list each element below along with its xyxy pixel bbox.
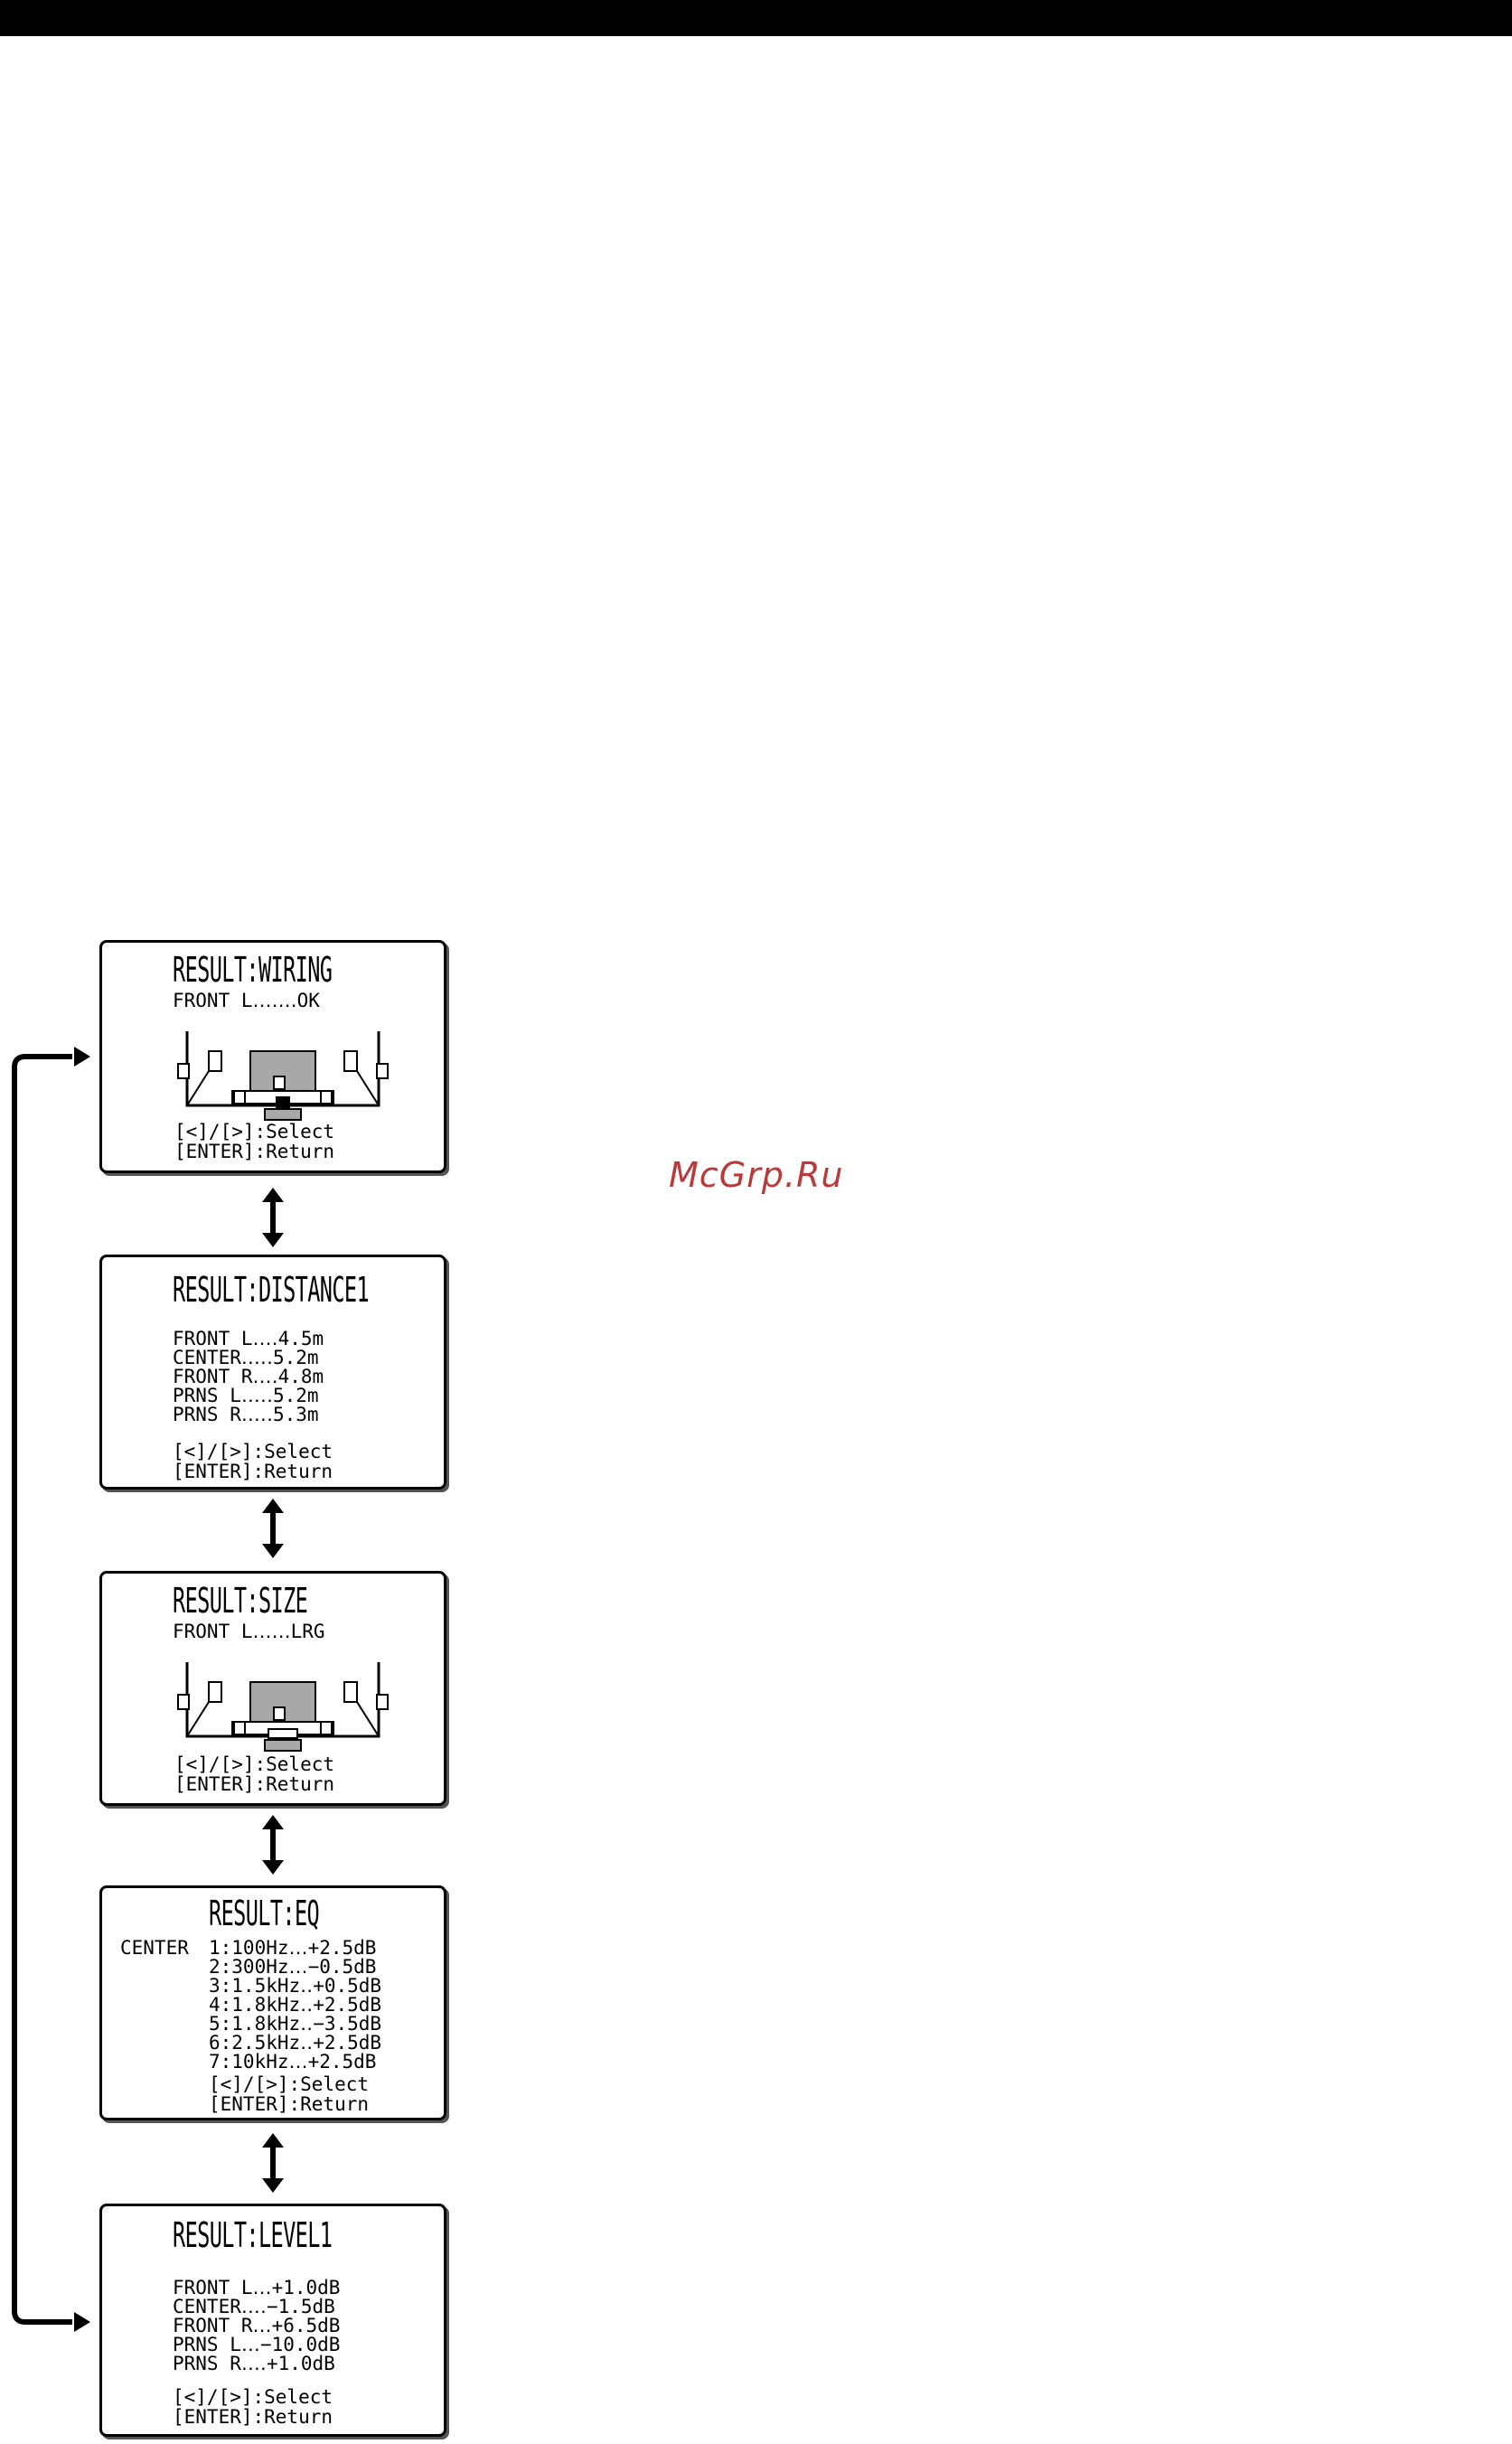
screen-title: RESULT:DISTANCE1 xyxy=(173,1270,370,1310)
list-item: CENTER․․․․−1.5dB xyxy=(173,2296,335,2317)
watermark: McGrp.Ru xyxy=(669,1155,844,1195)
up-down-arrow-icon xyxy=(262,1499,284,1558)
screen-footer: [<]/[>]:Select [ENTER]:Return xyxy=(173,1442,333,1481)
up-down-arrow-icon xyxy=(262,2133,284,2193)
result-level-screen: RESULT:LEVEL1 FRONT L․․․+1.0dB CENTER․․․… xyxy=(99,2204,446,2437)
list-item: 3:1.5kHz․․+0.5dB xyxy=(209,1975,382,1997)
result-wiring-screen: RESULT:WIRING FRONT L․․․․․․․OK [<]/[>]:S… xyxy=(99,940,446,1173)
screen-footer: [<]/[>]:Select [ENTER]:Return xyxy=(174,1754,334,1794)
screen-title: RESULT:WIRING xyxy=(173,950,333,990)
list-item: 7:10kHz․․․+2.5dB xyxy=(209,2051,377,2073)
list-item: PRNS L․․․․․5.2m xyxy=(173,1385,319,1406)
speaker-layout-icon xyxy=(177,1031,389,1121)
select-hint: [<]/[>]:Select xyxy=(174,1121,335,1142)
screen-footer: [<]/[>]:Select [ENTER]:Return xyxy=(209,2074,369,2114)
eq-band-list: 1:100Hz․․․+2.5dB 2:300Hz․․․−0.5dB 3:1.5k… xyxy=(209,1939,381,2072)
list-item: 2:300Hz․․․−0.5dB xyxy=(209,1956,377,1978)
wiring-status: FRONT L․․․․․․․OK xyxy=(173,990,320,1011)
list-item: 6:2.5kHz․․+2.5dB xyxy=(209,2032,382,2054)
select-hint: [<]/[>]:Select xyxy=(173,2386,333,2408)
result-size-screen: RESULT:SIZE FRONT L․․․․․․LRG [<]/[>]:Sel… xyxy=(99,1571,446,1806)
return-hint: [ENTER]:Return xyxy=(173,2406,333,2428)
list-item: 4:1.8kHz․․+2.5dB xyxy=(209,1994,382,2016)
distance-list: FRONT L․․․․4.5m CENTER․․․․․5.2m FRONT R․… xyxy=(173,1330,324,1424)
up-down-arrow-icon xyxy=(262,1815,284,1875)
speaker-layout-icon xyxy=(177,1662,389,1752)
return-hint: [ENTER]:Return xyxy=(209,2093,370,2115)
result-eq-screen: RESULT:EQ CENTER 1:100Hz․․․+2.5dB 2:300H… xyxy=(99,1885,446,2120)
screen-title: RESULT:SIZE xyxy=(173,1581,308,1621)
list-item: FRONT L․․․+1.0dB xyxy=(173,2277,341,2298)
select-hint: [<]/[>]:Select xyxy=(173,1441,333,1462)
return-hint: [ENTER]:Return xyxy=(174,1141,335,1162)
list-item: PRNS L․․․−10.0dB xyxy=(173,2334,341,2355)
list-item: PRNS R․․․․․5.3m xyxy=(173,1404,319,1425)
list-item: FRONT R․․․+6.5dB xyxy=(173,2315,341,2336)
list-item: 1:100Hz․․․+2.5dB xyxy=(209,1937,377,1959)
result-distance-screen: RESULT:DISTANCE1 FRONT L․․․․4.5m CENTER․… xyxy=(99,1255,446,1490)
screen-title: RESULT:EQ xyxy=(209,1894,320,1933)
screen-title: RESULT:LEVEL1 xyxy=(173,2215,333,2255)
page-header-bar xyxy=(0,0,1512,36)
list-item: 5:1.8kHz․․−3.5dB xyxy=(209,2013,382,2035)
return-hint: [ENTER]:Return xyxy=(174,1773,335,1795)
screen-footer: [<]/[>]:Select [ENTER]:Return xyxy=(173,2387,333,2427)
size-status: FRONT L․․․․․․LRG xyxy=(173,1621,325,1642)
screen-footer: [<]/[>]:Select [ENTER]:Return xyxy=(174,1122,334,1161)
eq-channel: CENTER xyxy=(120,1937,189,1959)
up-down-arrow-icon xyxy=(262,1188,284,1247)
list-item: CENTER․․․․․5.2m xyxy=(173,1347,319,1368)
return-hint: [ENTER]:Return xyxy=(173,1461,333,1482)
list-item: PRNS R․․․․+1.0dB xyxy=(173,2353,335,2374)
select-hint: [<]/[>]:Select xyxy=(209,2073,370,2095)
loop-arrow xyxy=(12,1047,90,2332)
select-hint: [<]/[>]:Select xyxy=(174,1753,335,1775)
list-item: FRONT L․․․․4.5m xyxy=(173,1328,324,1349)
level-list: FRONT L․․․+1.0dB CENTER․․․․−1.5dB FRONT … xyxy=(173,2279,340,2374)
list-item: FRONT R․․․․4.8m xyxy=(173,1366,324,1387)
